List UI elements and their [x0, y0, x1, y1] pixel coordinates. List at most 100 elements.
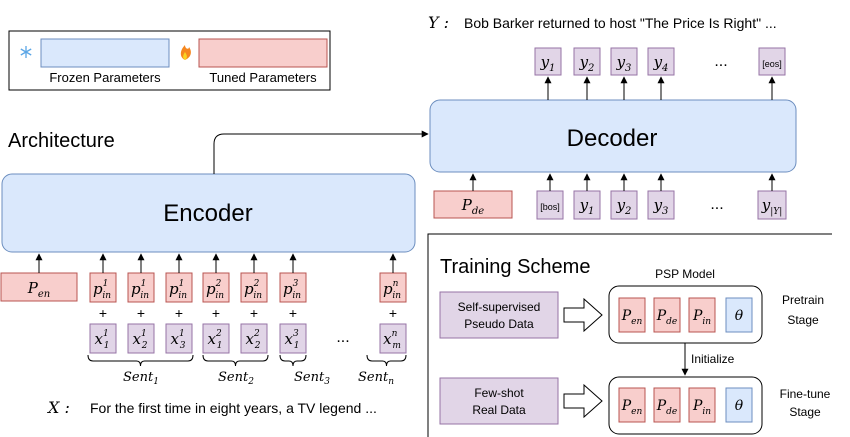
snowflake-icon: [20, 46, 32, 58]
param-box: [725, 297, 753, 333]
decoder-output-token: [610, 47, 638, 76]
param-box: [653, 387, 681, 423]
tuned-swatch: [198, 38, 328, 68]
param-box: [618, 297, 646, 333]
input-token: [240, 323, 268, 354]
output-text: Bob Barker returned to host "The Price I…: [464, 15, 777, 31]
finetune-data-line2: Real Data: [472, 403, 526, 417]
decoder-input-label: [bos]: [540, 202, 560, 212]
frozen-swatch: [40, 38, 170, 68]
plus-sign: +: [289, 305, 297, 321]
legend: Frozen Parameters Tuned Parameters: [8, 30, 331, 91]
input-token: [202, 323, 230, 354]
sentence-label: Sent3: [294, 370, 330, 387]
decoder-output-token: [534, 47, 562, 76]
sentence-brace: [366, 354, 407, 367]
input-ellipsis: ...: [336, 329, 349, 346]
plus-sign: +: [175, 305, 183, 321]
decoder-block: [429, 99, 797, 173]
training-scheme-panel: Training Scheme PSP Model Self-supervise…: [427, 233, 832, 437]
input-token: [279, 323, 307, 354]
pretrain-flow-arrow: [563, 297, 603, 333]
prompt-token: [279, 272, 307, 303]
finetune-model-box: [608, 376, 763, 435]
sentence-brace: [87, 354, 194, 367]
finetune-stage-line2: Stage: [789, 405, 821, 419]
sentence-label: Sentn: [358, 370, 394, 387]
param-box: [618, 387, 646, 423]
input-token: [89, 323, 117, 354]
decoder-input-token: [536, 190, 564, 220]
param-box: [653, 297, 681, 333]
finetune-data-box: [439, 377, 559, 425]
frozen-label: Frozen Parameters: [49, 70, 161, 85]
plus-sign: +: [212, 305, 220, 321]
param-label: θ: [735, 398, 744, 414]
param-box: [688, 297, 716, 333]
pretrain-stage-line1: Pretrain: [782, 293, 824, 307]
input-token: [127, 323, 155, 354]
prompt-token: [202, 272, 230, 303]
input-token: [165, 323, 193, 354]
param-box: [725, 387, 753, 423]
plus-sign: +: [250, 305, 258, 321]
decoder-input-token: [647, 190, 675, 220]
p-de-box: [433, 190, 513, 219]
flame-icon: [180, 45, 191, 60]
psp-model-title: PSP Model: [655, 267, 715, 281]
sentence-label: Sent2: [218, 370, 254, 387]
training-title: Training Scheme: [440, 256, 590, 278]
encoder-decoder-arrow: [213, 130, 429, 174]
decoder-input-token: [573, 190, 601, 220]
pretrain-data-box: [439, 291, 559, 339]
plus-sign: +: [99, 305, 107, 321]
decoder-output-ellipsis: ...: [714, 53, 727, 70]
decoder-label: Decoder: [567, 125, 658, 152]
plus-sign: +: [137, 305, 145, 321]
p-en-label: Pen: [27, 279, 50, 300]
plus-sign: +: [389, 305, 397, 321]
pretrain-data-line1: Self-supervised: [458, 300, 541, 314]
p-de-label: Pde: [461, 196, 484, 217]
param-box: [688, 387, 716, 423]
output-prefix: Y :: [428, 13, 449, 32]
input-prefix: X :: [46, 398, 70, 417]
pretrain-data-line2: Pseudo Data: [464, 317, 534, 331]
decoder-input-ellipsis: ...: [710, 196, 723, 213]
prompt-token: [165, 272, 193, 303]
input-text: For the first time in eight years, a TV …: [90, 400, 377, 416]
decoder-output-token: [573, 47, 601, 76]
initialize-label: Initialize: [691, 352, 735, 366]
sentence-groups: Sent1 Sent2 Sent3 Sentn: [87, 354, 407, 387]
decoder-output-token: [758, 47, 786, 76]
param-label: θ: [735, 308, 744, 324]
architecture-title: Architecture: [8, 130, 115, 152]
finetune-flow-arrow: [563, 383, 603, 419]
encoder-label: Encoder: [163, 200, 252, 227]
pretrain-stage-line2: Stage: [787, 313, 819, 327]
prompt-token: [240, 272, 268, 303]
tuned-label: Tuned Parameters: [209, 70, 317, 85]
decoder-output-token: [647, 47, 675, 76]
sentence-label: Sent1: [123, 370, 159, 387]
finetune-data-line1: Few-shot: [474, 386, 524, 400]
